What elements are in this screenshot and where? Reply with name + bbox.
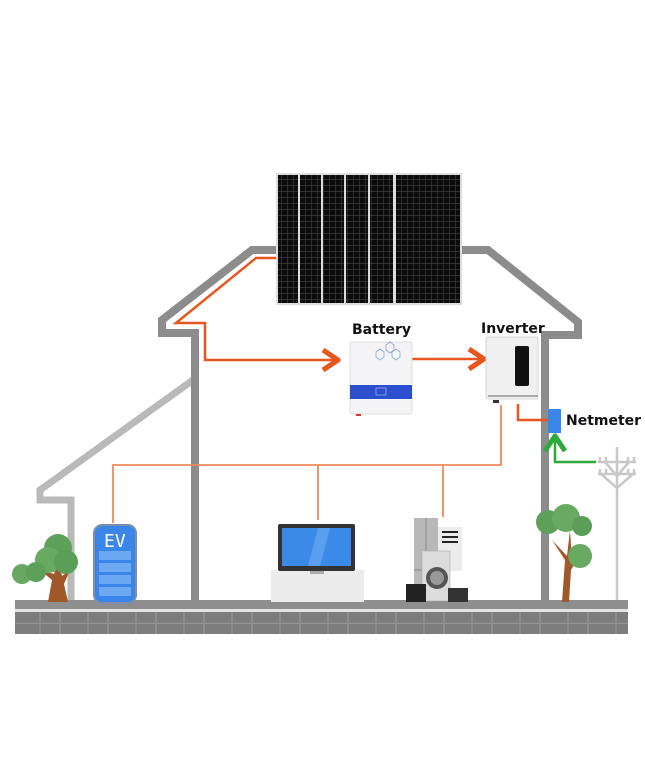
inverter-label: Inverter [481,321,545,337]
battery-unit [349,341,413,416]
computer-monitor-icon [271,524,364,602]
netmeter-label: Netmeter [566,413,641,429]
annex-outline [36,377,196,603]
floor [15,600,628,609]
grid-to-netmeter-line [555,436,596,464]
inverter-to-netmeter-line [516,404,548,422]
ev-label: EV [104,531,126,552]
home-appliances-icon [406,518,468,602]
tree-right-icon [536,504,592,602]
tree-left-icon [12,534,78,602]
netmeter-box [548,409,561,433]
load-distribution-line [112,405,502,523]
stone-foundation [15,612,628,634]
battery-label: Battery [352,322,411,338]
inverter-unit [485,336,539,403]
ev-charger [93,524,137,604]
house-outline-right [455,246,582,603]
panel-to-battery-line [172,256,338,360]
utility-pole-icon [598,447,636,600]
solar-panel [276,173,462,305]
house-outline-left [158,246,280,603]
